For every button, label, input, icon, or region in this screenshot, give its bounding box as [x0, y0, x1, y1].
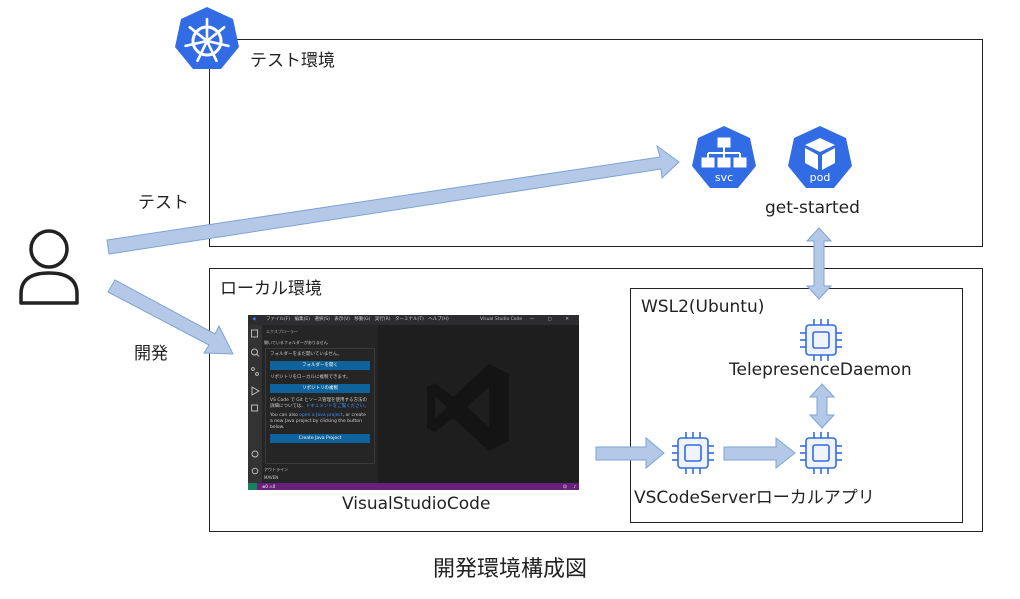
search-icon — [251, 348, 258, 356]
feedback-icon[interactable]: ☺ — [562, 484, 567, 489]
test-env-label: テスト環境 — [250, 51, 335, 71]
get-started-label: get-started — [765, 198, 860, 218]
vscode-status-bar: ⊗0 ⚠0 ☺ ♪ — [248, 483, 579, 490]
edge-test-label: テスト — [138, 193, 189, 213]
welcome-text-4a: You can also — [270, 413, 300, 418]
kubernetes-helm-icon — [175, 7, 239, 69]
welcome-text-3a: VS Code で Git とソース管理を使用する方法の詳細については、 — [270, 398, 367, 409]
vscode-server-chip-icon — [672, 432, 714, 474]
explorer-header: エクスプローラー — [266, 329, 298, 334]
local-env-label: ローカル環境 — [220, 279, 322, 299]
extensions-icon — [251, 404, 258, 412]
vscode-activity-bar — [248, 325, 262, 483]
vscode-window-title: Visual Studio Code — [480, 317, 523, 322]
vscode-welcome-panel: フォルダーをまだ開いていません。 フォルダーを開く リポジトリをローカルに複製で… — [265, 348, 375, 464]
welcome-text-4b: , or create a new Java project by clicki… — [270, 413, 366, 430]
vscode-to-server-arrow — [595, 436, 665, 470]
telepresence-label: TelepresenceDaemon — [729, 360, 912, 380]
create-java-project-button[interactable]: Create Java Project — [270, 434, 370, 443]
clone-repository-button[interactable]: リポジトリの複製 — [270, 384, 370, 393]
maven-section[interactable]: MAVEN — [264, 475, 279, 480]
wsl-box — [630, 288, 963, 523]
test-env-box — [209, 39, 983, 247]
remote-indicator-icon[interactable] — [248, 483, 257, 490]
settings-gear-icon — [251, 467, 259, 475]
edge-dev-label: 開発 — [134, 344, 168, 364]
no-folder-section[interactable]: 開いているフォルダーがありません — [264, 340, 328, 345]
activity-icons — [251, 329, 260, 475]
telepresence-chip-icon — [800, 319, 842, 361]
vscode-server-label: VSCodeServerローカルアプリ — [634, 488, 875, 508]
vscode-watermark-logo — [427, 364, 509, 451]
welcome-text-3: VS Code で Git とソース管理を使用する方法の詳細については、ドキュメ… — [270, 398, 370, 410]
dev-arrow — [107, 279, 234, 355]
getstarted-updown-arrow — [805, 227, 833, 300]
docs-link[interactable]: ドキュメントをご覧ください。 — [305, 404, 369, 409]
wsl-label: WSL2(Ubuntu) — [641, 297, 765, 317]
files-icon — [251, 329, 258, 338]
welcome-text-1: フォルダーをまだ開いていません。 — [270, 352, 342, 357]
vscode-window-controls: — ▢ ✕ — [529, 317, 575, 322]
local-env-box — [209, 268, 983, 532]
svc-label: svc — [715, 171, 733, 184]
vscode-menu: ファイル(F) 編集(E) 選択(S) 表示(V) 移動(G) 実行(R) ター… — [266, 317, 449, 322]
account-icon — [251, 450, 259, 458]
open-java-project-link[interactable]: open a Java project — [299, 413, 343, 418]
test-arrow — [106, 144, 680, 255]
visual-studio-code-label: VisualStudioCode — [342, 494, 491, 514]
welcome-text-2: リポジトリをローカルに複製できます。 — [270, 375, 351, 380]
vscode-titlebar: ◀ ファイル(F) 編集(E) 選択(S) 表示(V) 移動(G) 実行(R) … — [248, 315, 579, 325]
server-to-telepresence-arrow — [723, 436, 796, 470]
outline-section[interactable]: アウトライン — [264, 467, 288, 472]
local-app-chip-icon — [800, 432, 842, 474]
problems-status[interactable]: ⊗0 ⚠0 — [262, 484, 276, 489]
pod-icon: pod — [788, 126, 852, 188]
pod-label: pod — [810, 171, 831, 184]
open-folder-button[interactable]: フォルダーを開く — [270, 361, 370, 370]
vscode-logo-icon: ◀ — [252, 317, 256, 322]
bell-icon[interactable]: ♪ — [573, 484, 576, 489]
svc-icon: svc — [692, 126, 756, 188]
diagram-title: 開発環境構成図 — [432, 557, 587, 582]
user-icon — [19, 229, 79, 305]
run-icon — [251, 386, 260, 396]
welcome-text-4: You can also open a Java project, or cre… — [270, 413, 370, 431]
vscode-screenshot: ◀ ファイル(F) 編集(E) 選択(S) 表示(V) 移動(G) 実行(R) … — [248, 315, 579, 490]
source-control-icon — [251, 367, 255, 371]
telepresence-updown-arrow — [808, 383, 836, 429]
